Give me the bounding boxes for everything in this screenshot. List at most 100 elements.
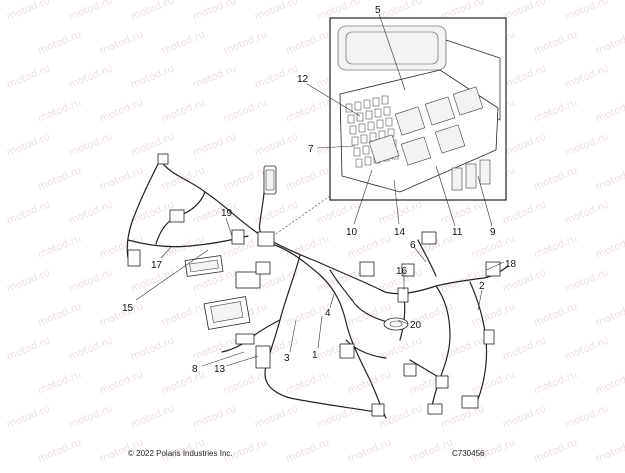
watermark-text: motod.ru [563,63,610,90]
callout-19: 19 [221,208,233,219]
callout-13: 13 [214,364,226,375]
watermark-text: motod.ru [222,29,269,56]
watermark-text: motod.ru [532,301,579,328]
watermark-text: motod.ru [36,437,83,464]
watermark-text: motod.ru [129,199,176,226]
watermark-text: motod.ru [5,403,52,430]
fuse-slot [347,114,355,124]
callout-labels: 1 2 3 4 5 6 7 8 9 10 11 12 13 14 15 16 1… [122,5,517,375]
watermark-text: motod.ru [98,29,145,56]
watermark-text: motod.ru [67,335,114,362]
watermark-text: motod.ru [129,403,176,430]
watermark-text: motod.ru [532,29,579,56]
watermark-text: motod.ru [5,0,52,23]
watermark-text: motod.ru [284,369,331,396]
fuse-slot [356,112,364,122]
fuse-slot [363,99,371,109]
watermark-text: motod.ru [98,97,145,124]
watermark-text: motod.ru [253,131,300,158]
fuse-slot [362,145,370,155]
watermark-text: motod.ru [67,403,114,430]
watermark-text: motod.ru [67,131,114,158]
watermark-text: motod.ru [36,301,83,328]
fuse-slot [364,156,372,166]
watermark-text: motod.ru [439,199,486,226]
watermark-text: motod.ru [191,131,238,158]
watermark-text: motod.ru [284,233,331,260]
watermark-text: motod.ru [346,369,393,396]
watermark-text: motod.ru [501,63,548,90]
watermark-text: motod.ru [284,301,331,328]
watermark-text: motod.ru [191,63,238,90]
callout-7: 7 [308,144,314,155]
watermark-text: motod.ru [315,199,362,226]
fuse-slot [353,147,361,157]
callout-9: 9 [490,227,496,238]
watermark-text: motod.ru [129,0,176,23]
fuse-slot [349,125,357,135]
watermark-text: motod.ru [253,63,300,90]
harness-components [127,153,501,417]
watermark-text: motod.ru [594,97,625,124]
watermark-text: motod.ru [501,267,548,294]
watermark-text: motod.ru [594,369,625,396]
watermark-text: motod.ru [160,29,207,56]
watermark-text: motod.ru [594,301,625,328]
watermark-text: motod.ru [532,97,579,124]
watermark-text: motod.ru [253,403,300,430]
callout-16: 16 [396,266,408,277]
fuse-slot [354,101,362,111]
watermark-text: motod.ru [222,165,269,192]
watermark-text: motod.ru [594,233,625,260]
callout-8: 8 [192,364,198,375]
watermark-text: motod.ru [501,199,548,226]
watermark-text: motod.ru [129,131,176,158]
figure-id: C730456 [452,449,485,458]
callout-3: 3 [284,353,290,364]
watermark-text: motod.ru [191,403,238,430]
watermark-text: motod.ru [594,437,625,464]
callout-5: 5 [375,5,381,16]
fuse-slot [351,136,359,146]
callout-6: 6 [410,240,416,251]
watermark-layer: motod.ru motod.ru motod.ru motod.ru motod.ru… [5,0,625,465]
watermark-text: motod.ru [36,29,83,56]
watermark-text: motod.ru [501,335,548,362]
fuse-slot [369,132,377,142]
callout-17: 17 [151,260,163,271]
callout-20: 20 [410,320,422,331]
fuse-slot [355,158,363,168]
watermark-text: motod.ru [532,233,579,260]
watermark-text: motod.ru [532,437,579,464]
watermark-text: motod.ru [315,403,362,430]
watermark-text: motod.ru [532,369,579,396]
watermark-text: motod.ru [501,403,548,430]
watermark-text: motod.ru [160,301,207,328]
watermark-text: motod.ru [5,267,52,294]
callout-10: 10 [346,227,358,238]
inset-detail-fuse-box [329,17,507,201]
watermark-text: motod.ru [563,131,610,158]
watermark-text: motod.ru [470,369,517,396]
watermark-text: motod.ru [377,199,424,226]
watermark-text: motod.ru [563,199,610,226]
fuse-slot [381,95,389,105]
callout-11: 11 [452,227,463,238]
fuse-slot [372,97,380,107]
watermark-text: motod.ru [501,131,548,158]
watermark-text: motod.ru [563,0,610,23]
leader-lines [135,13,505,367]
callout-1: 1 [312,350,318,361]
callout-18: 18 [505,259,517,270]
watermark-text: motod.ru [563,403,610,430]
watermark-text: motod.ru [563,267,610,294]
watermark-text: motod.ru [284,437,331,464]
watermark-text: motod.ru [160,369,207,396]
watermark-text: motod.ru [284,29,331,56]
watermark-text: motod.ru [284,165,331,192]
watermark-text: motod.ru [594,165,625,192]
watermark-text: motod.ru [129,267,176,294]
watermark-text: motod.ru [98,369,145,396]
